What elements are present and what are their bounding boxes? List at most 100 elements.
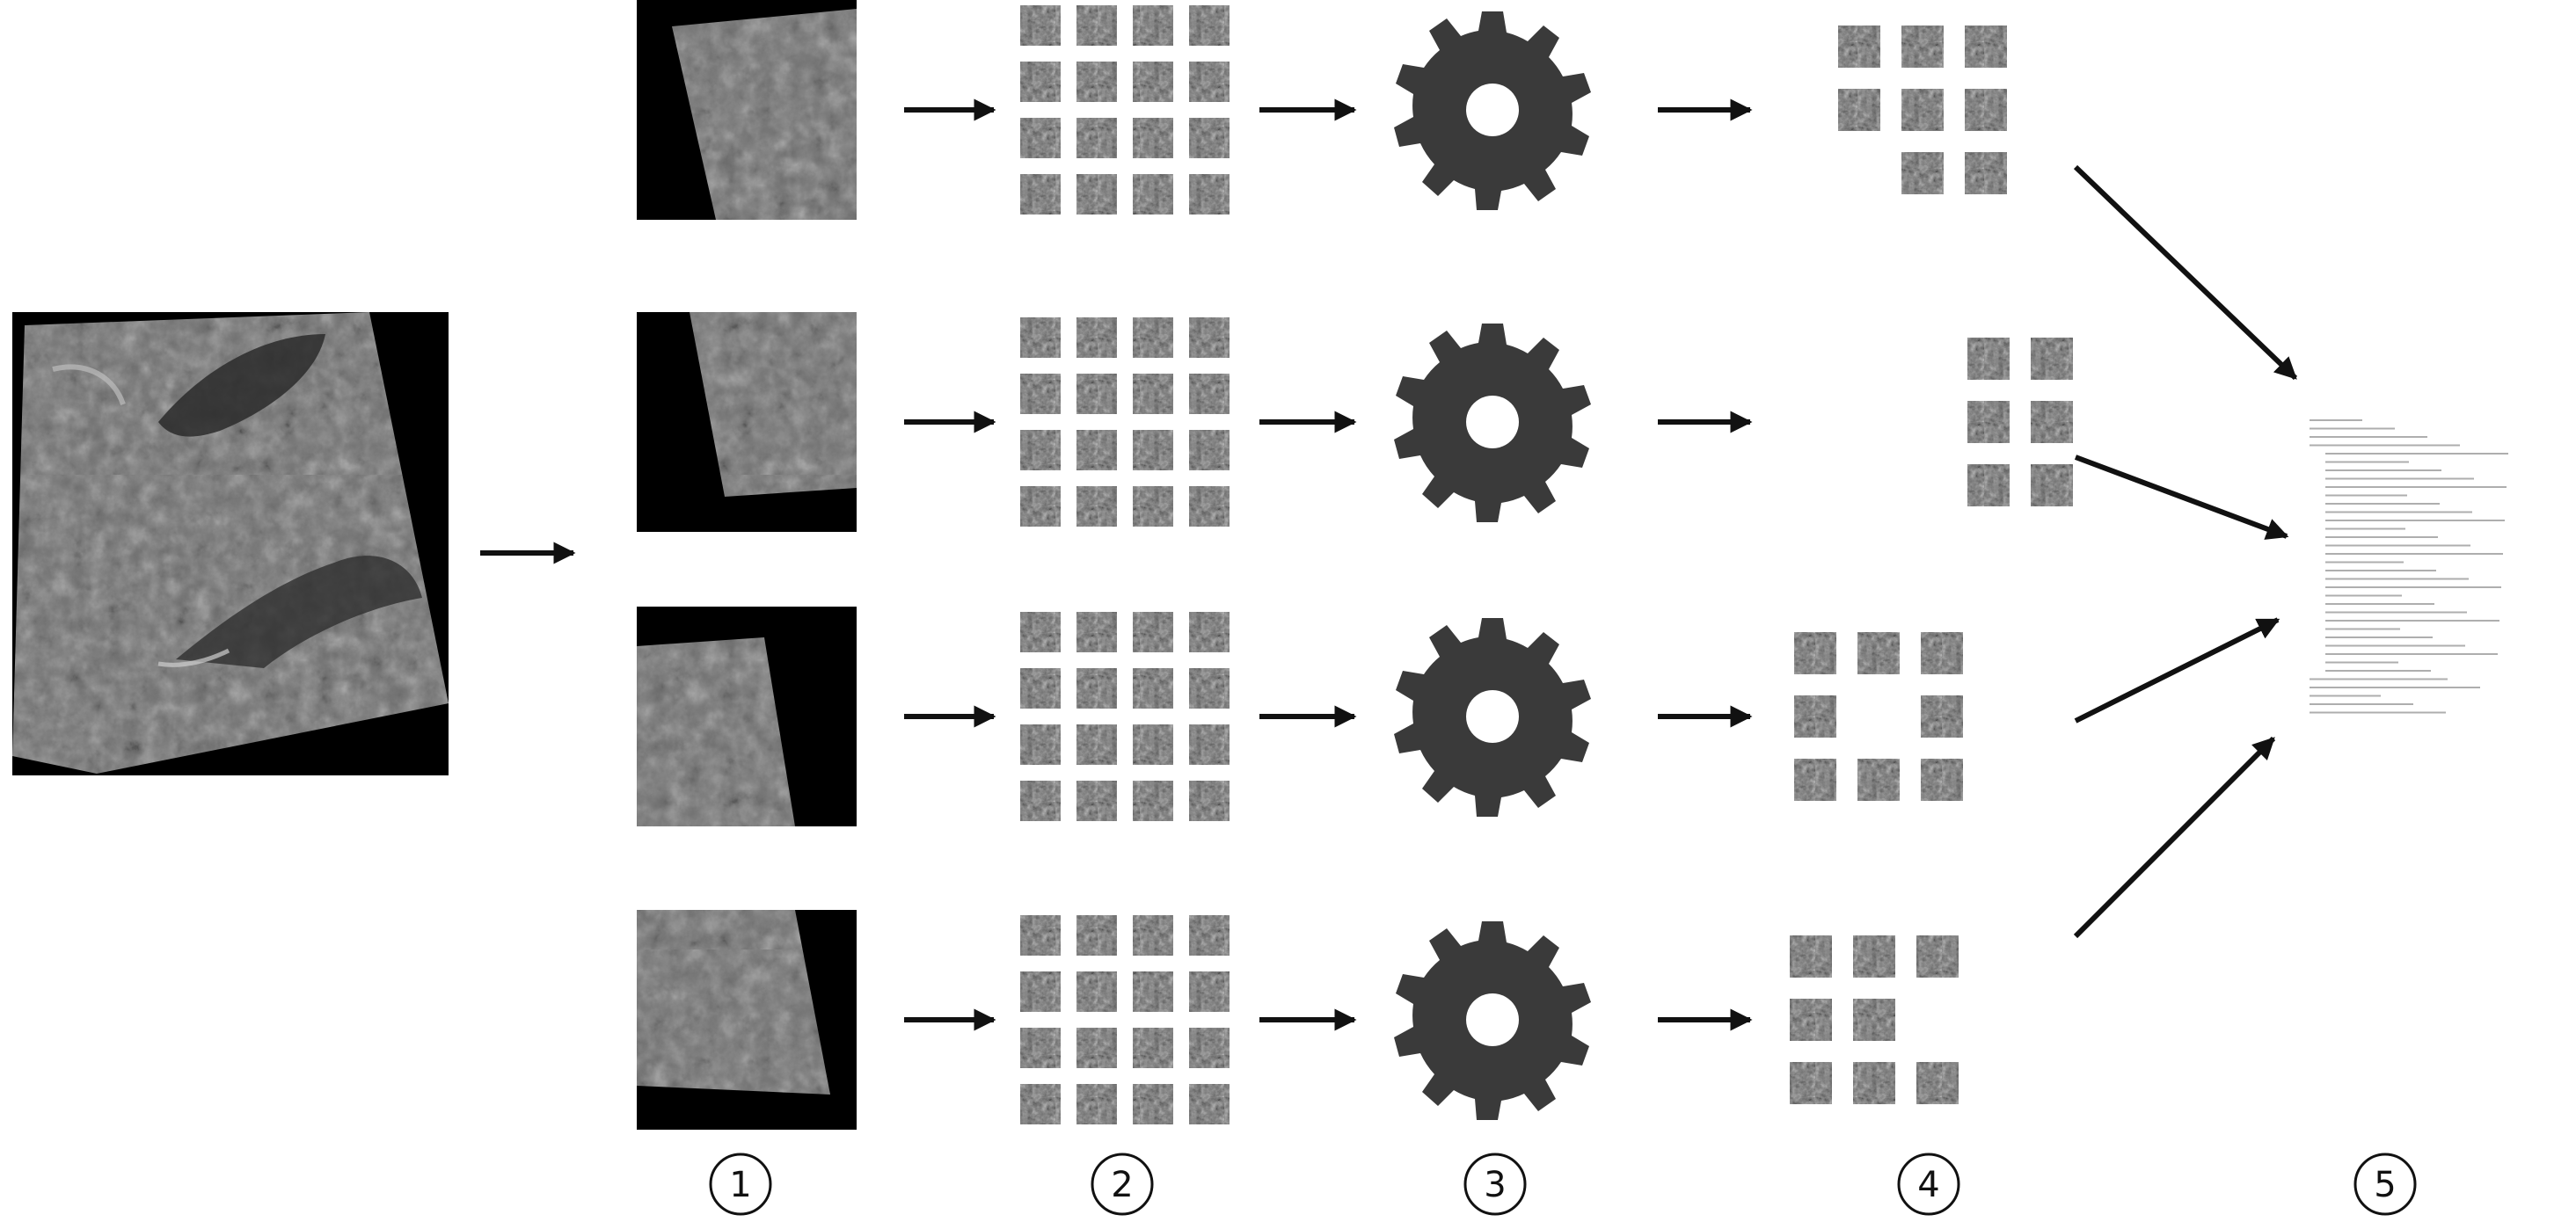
- cropped-image: [637, 607, 857, 826]
- image-tile: [1133, 781, 1173, 821]
- image-tile: [1076, 1084, 1117, 1124]
- image-tile: [1076, 374, 1117, 414]
- step-label: 5: [2353, 1153, 2417, 1216]
- image-tile: [1020, 915, 1061, 956]
- image-tile: [1020, 612, 1061, 652]
- image-tile: [1076, 486, 1117, 527]
- image-tile: [1133, 317, 1173, 358]
- kept-tile: [1965, 152, 2007, 194]
- image-tile: [1133, 724, 1173, 765]
- kept-tile: [1921, 632, 1963, 674]
- kept-tile: [1967, 464, 2010, 506]
- step-number: 3: [1484, 1165, 1506, 1205]
- kept-tile: [1965, 25, 2007, 68]
- image-tile: [1133, 118, 1173, 158]
- image-tile: [1189, 62, 1230, 102]
- pipeline-row: [637, 607, 1963, 826]
- kept-tile: [1967, 401, 2010, 443]
- cropped-image: [637, 910, 857, 1130]
- tile-grid: [1020, 915, 1230, 1124]
- image-tile: [1133, 668, 1173, 709]
- image-tile: [1076, 781, 1117, 821]
- kept-tile: [1965, 89, 2007, 131]
- image-tile: [1020, 5, 1061, 46]
- image-tile: [1076, 1028, 1117, 1068]
- image-tile: [1020, 668, 1061, 709]
- arrow-icon: [2073, 736, 2276, 939]
- kept-tile: [1921, 759, 1963, 801]
- image-tile: [1076, 668, 1117, 709]
- step-number: 1: [729, 1165, 751, 1205]
- kept-tile: [1916, 935, 1959, 978]
- image-tile: [1133, 486, 1173, 527]
- image-tile: [1076, 915, 1117, 956]
- kept-tile: [2031, 464, 2073, 506]
- kept-tile: [1790, 1062, 1832, 1104]
- kept-tiles: [1794, 632, 1963, 801]
- image-tile: [1133, 971, 1173, 1012]
- pipeline-row: [637, 0, 2007, 220]
- kept-tile: [1916, 1062, 1959, 1104]
- image-tile: [1133, 1084, 1173, 1124]
- kept-tile: [1838, 89, 1880, 131]
- image-tile: [1020, 62, 1061, 102]
- code-document-icon: [2310, 419, 2508, 714]
- kept-tile: [2031, 401, 2073, 443]
- image-tile: [1189, 174, 1230, 215]
- kept-tiles: [1967, 338, 2073, 506]
- step-label: 2: [1091, 1153, 1154, 1216]
- image-tile: [1133, 5, 1173, 46]
- image-tile: [1076, 430, 1117, 470]
- kept-tiles: [1838, 25, 2007, 194]
- tile-grid: [1020, 612, 1230, 821]
- image-tile: [1076, 5, 1117, 46]
- arrow-icon: [2074, 455, 2289, 540]
- cropped-image: [637, 0, 857, 220]
- image-tile: [1189, 1028, 1230, 1068]
- step-number: 4: [1917, 1165, 1939, 1205]
- kept-tile: [1794, 759, 1836, 801]
- image-tile: [1020, 1028, 1061, 1068]
- result-document: [2302, 413, 2576, 738]
- image-tile: [1133, 915, 1173, 956]
- image-tile: [1020, 781, 1061, 821]
- image-tile: [1189, 374, 1230, 414]
- image-tile: [1133, 374, 1173, 414]
- pipeline-rows: [637, 0, 2298, 1130]
- image-tile: [1076, 174, 1117, 215]
- image-tile: [1020, 430, 1061, 470]
- kept-tile: [1790, 935, 1832, 978]
- tile-grid: [1020, 317, 1230, 527]
- kept-tile: [1967, 338, 2010, 380]
- kept-tile: [1901, 89, 1944, 131]
- kept-tile: [1921, 695, 1963, 738]
- kept-tile: [2031, 338, 2073, 380]
- gear-icon: [1394, 324, 1591, 522]
- tile-grid: [1020, 5, 1230, 215]
- image-tile: [1133, 1028, 1173, 1068]
- step-label: 3: [1463, 1153, 1527, 1216]
- image-tile: [1020, 486, 1061, 527]
- image-tile: [1133, 62, 1173, 102]
- image-tile: [1076, 317, 1117, 358]
- image-tile: [1020, 317, 1061, 358]
- image-tile: [1076, 612, 1117, 652]
- kept-tile: [1857, 632, 1900, 674]
- image-tile: [1020, 971, 1061, 1012]
- kept-tile: [1794, 695, 1836, 738]
- image-tile: [1076, 971, 1117, 1012]
- image-tile: [1189, 118, 1230, 158]
- image-tile: [1076, 724, 1117, 765]
- kept-tile: [1794, 632, 1836, 674]
- image-tile: [1076, 62, 1117, 102]
- image-tile: [1189, 781, 1230, 821]
- image-tile: [1020, 1084, 1061, 1124]
- image-tile: [1189, 486, 1230, 527]
- kept-tile: [1853, 935, 1895, 978]
- image-tile: [1189, 724, 1230, 765]
- image-tile: [1133, 612, 1173, 652]
- step-labels: 1 2 3 4 5: [709, 1153, 2417, 1216]
- image-tile: [1133, 174, 1173, 215]
- image-tile: [1189, 317, 1230, 358]
- cropped-image: [637, 312, 857, 532]
